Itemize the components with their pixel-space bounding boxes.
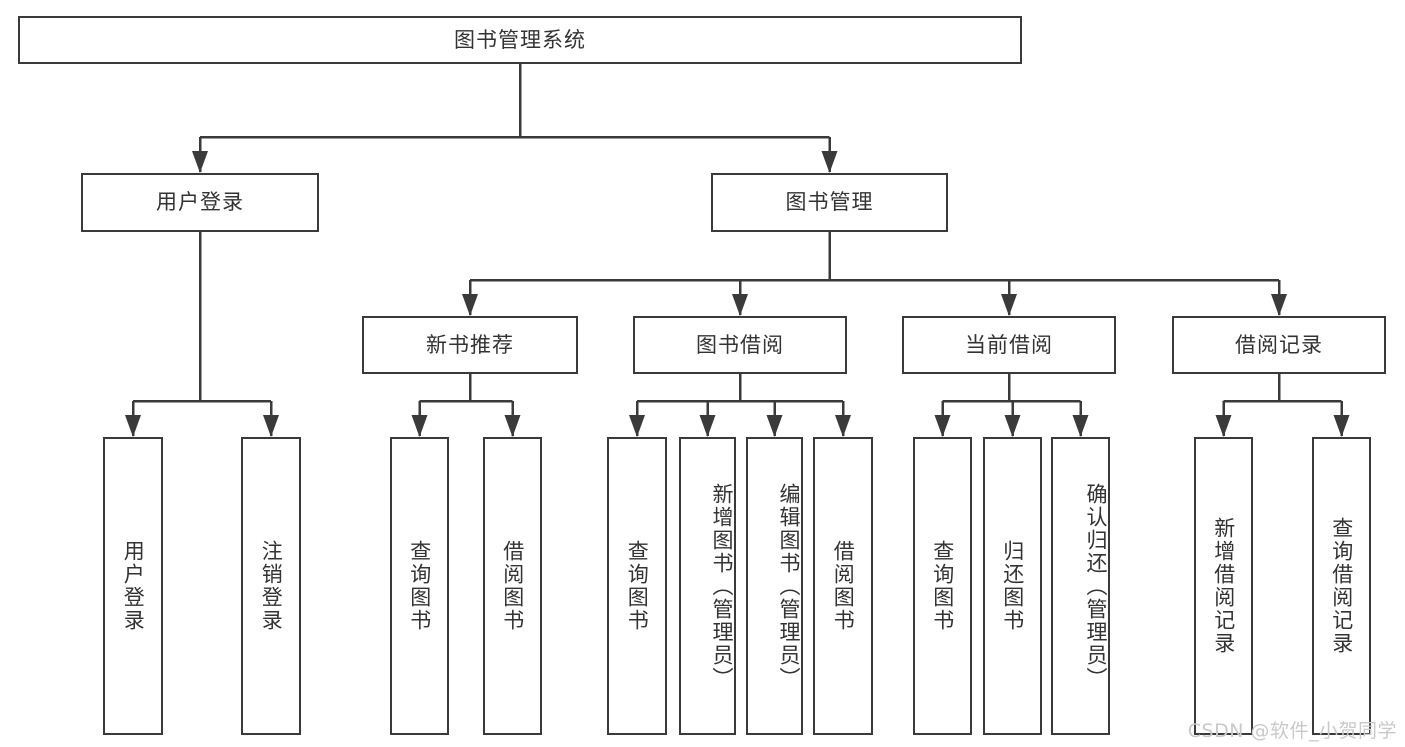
node-leaf-query-book-1[interactable]: 查询图书 (390, 437, 449, 735)
node-label: 注销登录 (259, 540, 284, 632)
node-book-manage[interactable]: 图书管理 (711, 173, 948, 232)
node-leaf-borrow-book-1[interactable]: 借阅图书 (483, 437, 542, 735)
node-label: 查询借阅记录 (1329, 517, 1354, 655)
node-label: 查询图书 (407, 540, 432, 632)
node-leaf-add-book[interactable]: 新增图书（管理员） (679, 437, 736, 735)
node-label: 借阅图书 (500, 540, 525, 632)
node-leaf-query-record[interactable]: 查询借阅记录 (1312, 437, 1371, 735)
node-book-borrow[interactable]: 图书借阅 (633, 316, 847, 374)
node-label: 新书推荐 (426, 332, 514, 357)
node-label: 查询图书 (930, 540, 955, 632)
node-leaf-edit-book[interactable]: 编辑图书（管理员） (746, 437, 803, 735)
node-label: 编辑图书（管理员） (777, 482, 801, 690)
node-root[interactable]: 图书管理系统 (18, 16, 1022, 64)
node-label: 当前借阅 (965, 332, 1053, 357)
node-leaf-add-record[interactable]: 新增借阅记录 (1194, 437, 1253, 735)
watermark-text: CSDN @软件_小贺同学 (1187, 720, 1397, 742)
node-leaf-borrow-book-2[interactable]: 借阅图书 (813, 437, 873, 735)
node-label: 确认归还（管理员） (1084, 482, 1108, 690)
node-leaf-user-logout[interactable]: 注销登录 (241, 437, 301, 735)
node-current-borrow[interactable]: 当前借阅 (902, 316, 1116, 374)
node-leaf-return-book[interactable]: 归还图书 (983, 437, 1042, 735)
node-label: 用户登录 (156, 190, 244, 215)
node-label: 新增借阅记录 (1211, 517, 1236, 655)
node-label: 图书管理 (785, 190, 874, 215)
node-label: 新增图书（管理员） (710, 482, 734, 690)
node-leaf-user-login[interactable]: 用户登录 (103, 437, 163, 735)
node-label: 借阅图书 (831, 540, 856, 632)
node-label: 用户登录 (121, 540, 146, 632)
node-leaf-query-book-3[interactable]: 查询图书 (913, 437, 972, 735)
node-leaf-query-book-2[interactable]: 查询图书 (607, 437, 667, 735)
node-borrow-record[interactable]: 借阅记录 (1172, 316, 1386, 374)
node-new-book-recommend[interactable]: 新书推荐 (362, 316, 578, 374)
node-label: 图书借阅 (696, 332, 784, 357)
node-leaf-confirm-return[interactable]: 确认归还（管理员） (1051, 437, 1110, 735)
node-label: 查询图书 (625, 540, 650, 632)
node-label: 归还图书 (1000, 540, 1025, 632)
node-label: 图书管理系统 (454, 27, 586, 52)
node-user-login[interactable]: 用户登录 (81, 173, 319, 232)
node-label: 借阅记录 (1235, 332, 1323, 357)
